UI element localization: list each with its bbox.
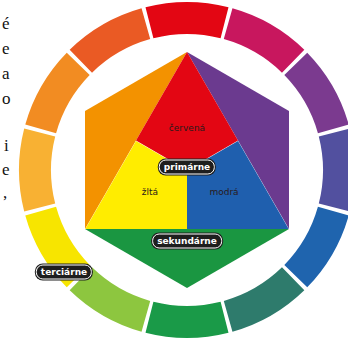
text-fragment: é	[2, 14, 10, 34]
category-label: primárne	[159, 160, 215, 175]
color-region: žltá	[85, 141, 187, 230]
ring-segment	[224, 8, 305, 72]
ring-segment	[319, 129, 348, 212]
text-fragment: ,	[3, 183, 7, 203]
region-shape	[85, 141, 187, 230]
ring-segment	[70, 8, 151, 72]
ring-segment	[284, 207, 348, 288]
text-fragment: i	[4, 136, 9, 156]
ring-segment	[146, 2, 229, 38]
green-triangle	[85, 229, 289, 288]
color-ring	[19, 2, 348, 338]
category-label: sekundárne	[152, 234, 222, 249]
text-fragment: a	[2, 64, 10, 84]
text-fragment: e	[2, 39, 10, 59]
ring-segment	[284, 53, 348, 134]
ring-segment	[224, 267, 305, 331]
ring-segment	[25, 53, 89, 134]
text-fragment: o	[2, 89, 11, 109]
region-fill	[85, 141, 187, 230]
ring-segment	[146, 302, 229, 338]
text-fragment: e	[2, 160, 10, 180]
category-label: terciárne	[36, 265, 92, 280]
region-shape	[187, 141, 289, 230]
region-fill	[187, 141, 289, 230]
color-region: modrá	[187, 141, 289, 230]
color-name: červená	[169, 123, 205, 133]
color-name: modrá	[209, 187, 238, 197]
color-name: žltá	[142, 187, 158, 197]
ring-segment	[19, 129, 55, 212]
